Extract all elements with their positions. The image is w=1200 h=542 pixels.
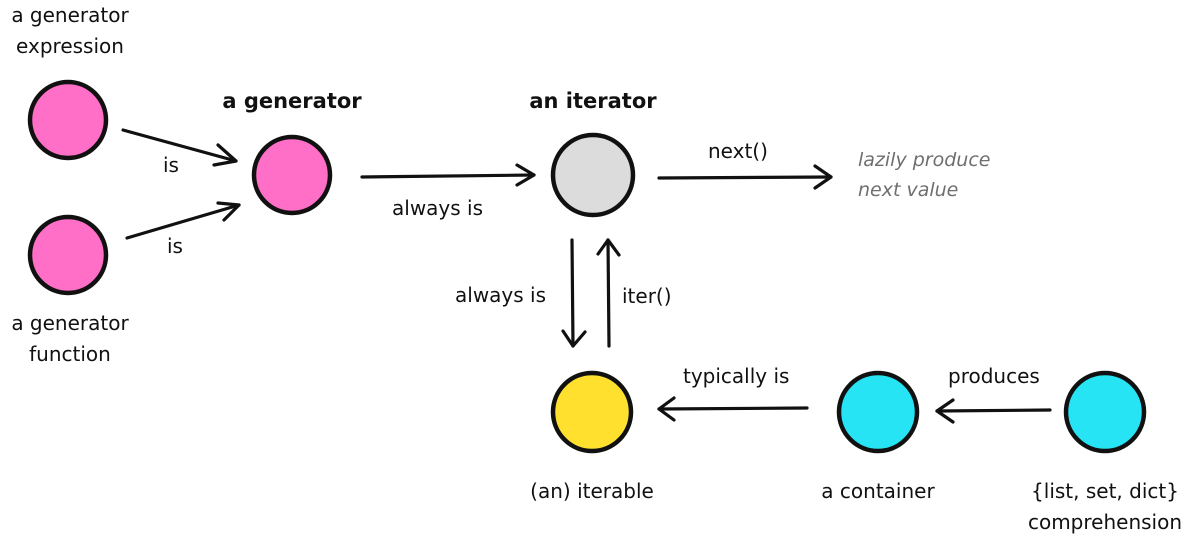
container-label: a container (821, 479, 935, 503)
note-line2: next value (858, 179, 959, 201)
generator-expression-label-line1: a generator (11, 3, 129, 27)
generator-function-node (27, 214, 109, 296)
generator-label: a generator (222, 89, 362, 113)
iterator-node (550, 132, 636, 218)
generator-function-label-line2: function (29, 342, 111, 366)
arrow-comprehension-to-container (935, 398, 1052, 424)
edge-label-iterator-next: next() (708, 139, 768, 163)
edge-label-iterable-iter: iter() (622, 284, 672, 308)
arrow-container-to-iterable (657, 396, 809, 422)
generator-expression-label-line2: expression (16, 34, 124, 58)
note-line1: lazily produce (858, 149, 991, 171)
comprehension-label-line1: {list, set, dict} (1031, 479, 1179, 503)
arrow-expression-to-generator (121, 128, 238, 167)
iterable-label: (an) iterable (530, 479, 654, 503)
arrow-iterator-next (657, 164, 833, 190)
arrow-generator-to-iterator (360, 163, 536, 187)
iterator-label: an iterator (529, 89, 657, 113)
edge-label-expression-is: is (163, 153, 179, 177)
lazily-produce-note: lazily produce next value (858, 145, 990, 205)
comprehension-label-line2: comprehension (1027, 510, 1183, 534)
comprehension-node (1063, 370, 1147, 454)
generator-expression-node (27, 79, 109, 161)
generator-expression-label: a generator expression (0, 0, 140, 62)
iterable-node (550, 370, 634, 454)
comprehension-label: {list, set, dict} comprehension (1010, 476, 1200, 538)
edge-label-container-typically-is: typically is (683, 364, 790, 388)
edge-label-function-is: is (167, 234, 183, 258)
arrow-iterator-to-iterable (561, 238, 587, 348)
edge-label-comprehension-produces: produces (948, 364, 1040, 388)
edge-label-generator-always-is: always is (392, 196, 484, 220)
edge-label-iterator-always-is: always is (455, 283, 547, 307)
generator-function-label: a generator function (0, 308, 140, 370)
arrow-function-to-generator (125, 201, 241, 240)
generator-node (251, 134, 333, 216)
arrow-iterable-to-iterator (596, 238, 621, 348)
generator-function-label-line1: a generator (11, 311, 129, 335)
container-node (836, 370, 920, 454)
